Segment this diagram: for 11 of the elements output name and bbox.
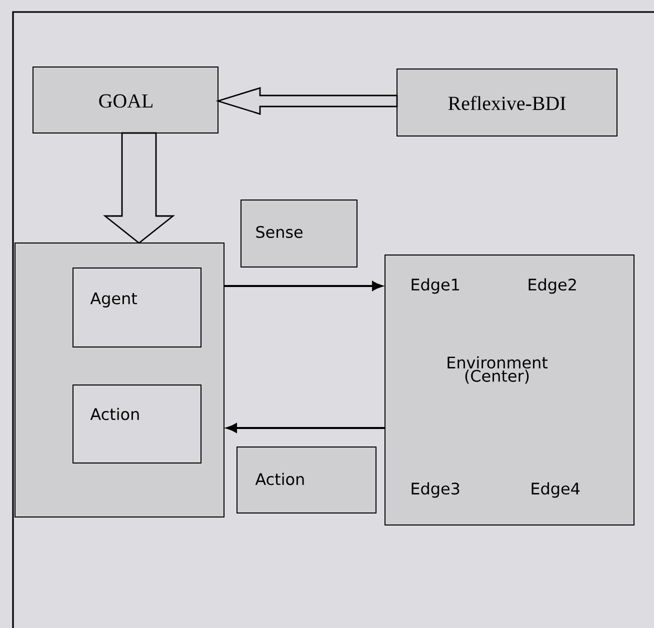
arrow	[226, 423, 385, 433]
label-box: Action	[236, 446, 376, 514]
arrow	[224, 281, 382, 291]
block-arrow	[103, 132, 176, 244]
label-box: Sense	[240, 200, 358, 268]
environment-box: Edge1 Edge2 Environment (Center) Edge3 Edge4	[384, 254, 634, 526]
label-box: Action	[72, 384, 202, 464]
label-box: Agent	[72, 268, 202, 348]
label-box: Reflexive-BDI	[396, 68, 618, 136]
label-box: GOAL	[32, 66, 218, 134]
block-arrow	[216, 87, 398, 115]
